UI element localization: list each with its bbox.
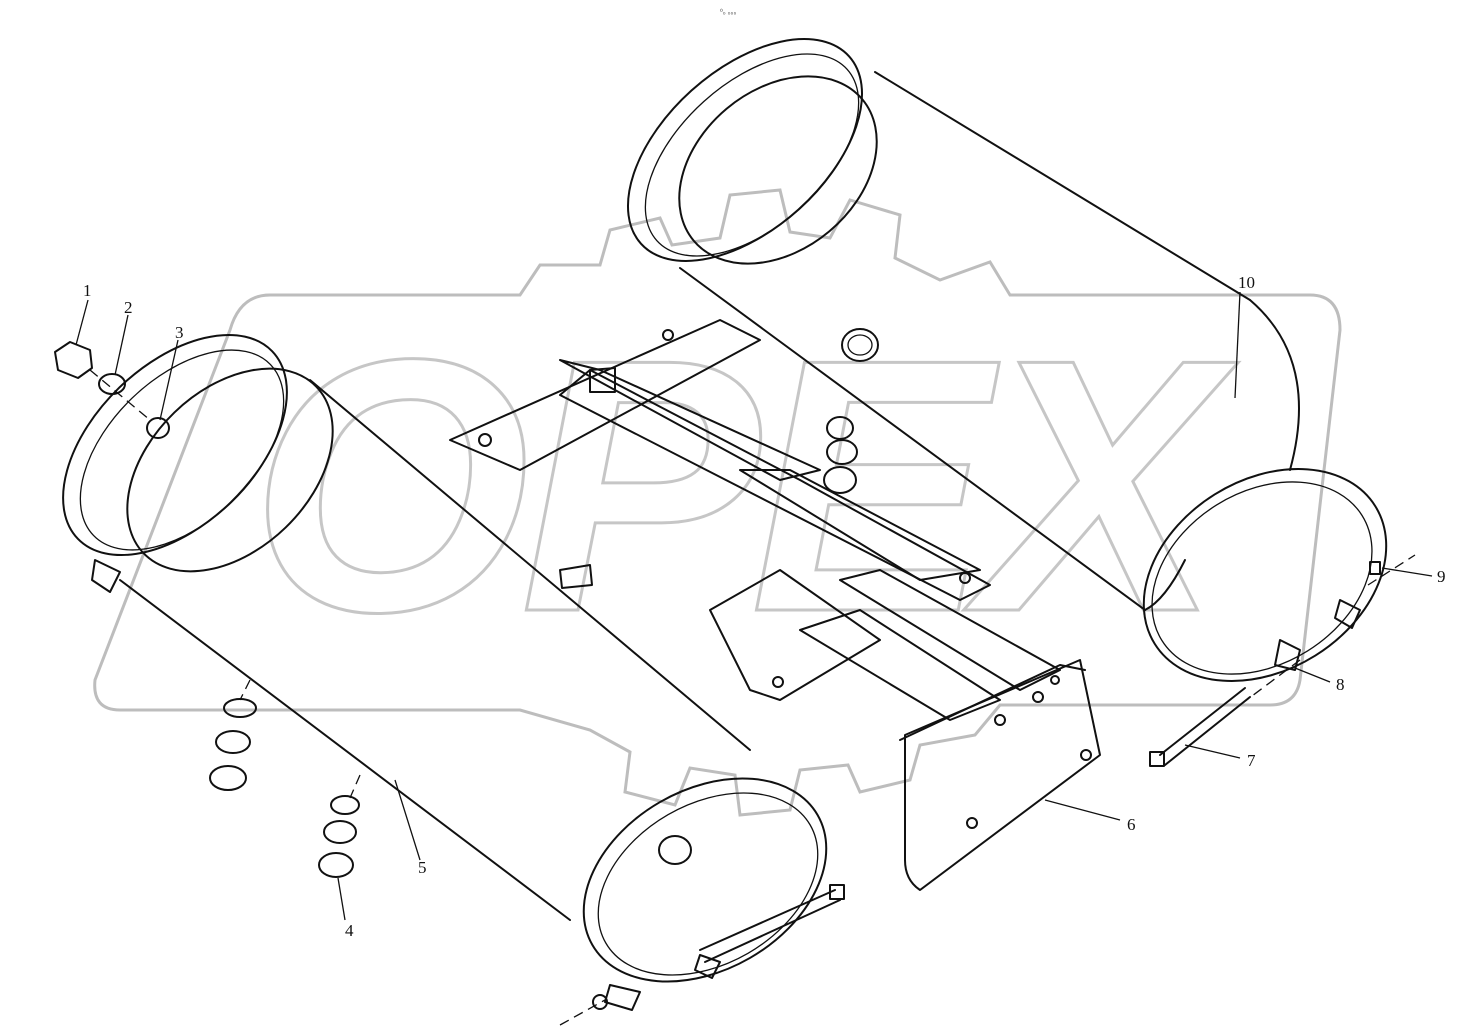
opex-watermark: OPEX xyxy=(93,188,1342,817)
clamp-band-lower xyxy=(559,777,845,1026)
long-bolt xyxy=(1149,687,1251,767)
callout-1: 1 xyxy=(83,281,92,300)
watermark-text: OPEX xyxy=(250,285,1239,687)
callout-3: 3 xyxy=(175,323,184,342)
callout-5: 5 xyxy=(418,858,427,877)
header-code: ⁰₀ ₀₀₀ xyxy=(720,8,736,16)
callout-labels: 1 2 3 4 5 6 7 8 9 10 xyxy=(83,273,1446,940)
callout-4: 4 xyxy=(345,921,354,940)
callout-9: 9 xyxy=(1437,567,1446,586)
clamp-band-upper-left xyxy=(626,38,864,262)
mounting-bracket-frame xyxy=(449,319,1101,891)
callout-10: 10 xyxy=(1238,273,1255,292)
callout-8: 8 xyxy=(1336,675,1345,694)
air-tank-upper xyxy=(678,71,1300,611)
clamp-band-left xyxy=(62,333,288,593)
callout-7: 7 xyxy=(1247,751,1256,770)
callout-2: 2 xyxy=(124,298,133,317)
clamp-band-lower-right xyxy=(1142,467,1416,706)
leader-lines xyxy=(75,291,1433,921)
callout-6: 6 xyxy=(1127,815,1136,834)
drain-plug-parts xyxy=(54,341,151,421)
